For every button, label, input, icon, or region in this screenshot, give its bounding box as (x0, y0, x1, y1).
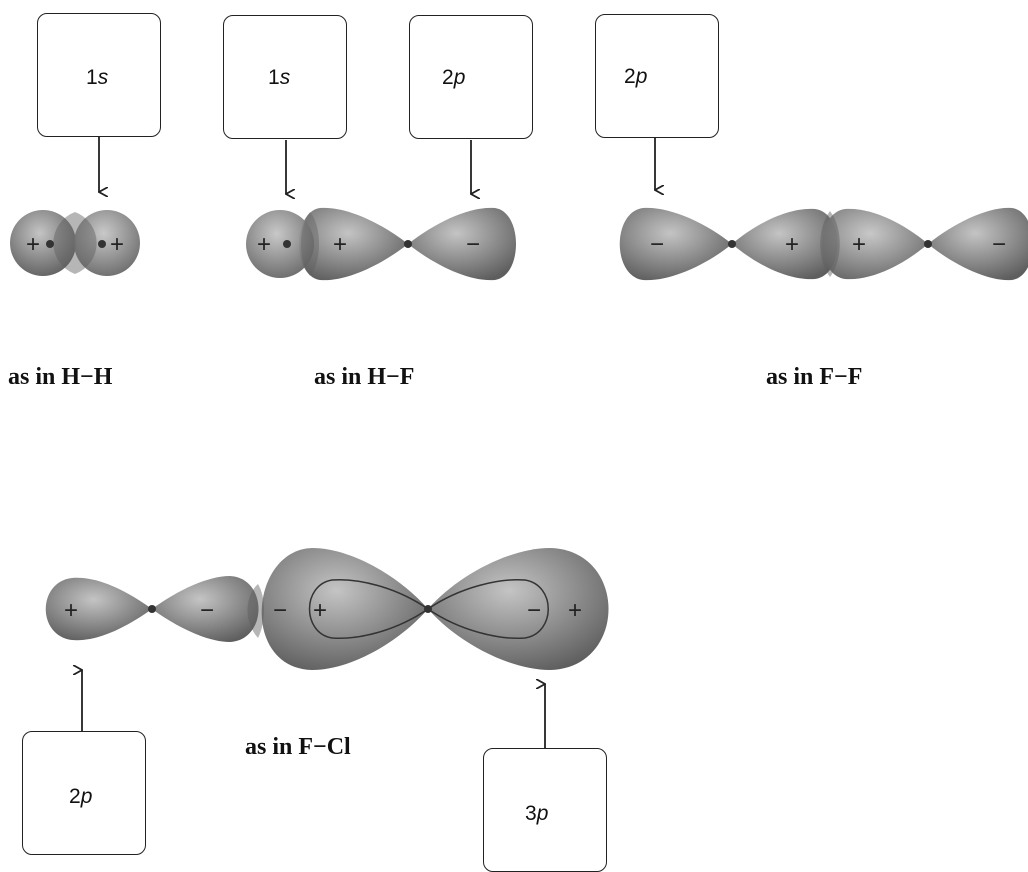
hf-s-label-number: 1 (268, 66, 280, 89)
hh-overlap-region (53, 212, 97, 274)
ff-left-negative-sign: − (650, 231, 664, 258)
fcl-f-p-negative-lobe (152, 576, 259, 642)
hh-right-nucleus (98, 240, 106, 248)
fcl-cl-inner-positive-sign: + (313, 597, 327, 624)
fcl-f-p-label-orbital: p (80, 785, 93, 808)
fcl-cl-outer-positive-sign: + (568, 597, 582, 624)
hf-p-label: 2p (442, 66, 465, 90)
hf-p-label-number: 2 (442, 66, 454, 89)
ff-right-node (924, 240, 932, 248)
ff-left-node (728, 240, 736, 248)
hf-p-orbital-negative-lobe (408, 207, 516, 281)
hf-p-label-box: 2p (409, 15, 533, 139)
hf-p-negative-sign: − (466, 231, 480, 258)
hf-h-nucleus (283, 240, 291, 248)
ff-overlap: − + + − (619, 207, 1028, 281)
fcl-f-p-label-number: 2 (69, 785, 81, 808)
hh-left-sign: + (26, 231, 40, 258)
caption-ff: as in F−F (766, 364, 863, 390)
fcl-cl-large-lobe-left (261, 548, 428, 670)
hf-node (404, 240, 412, 248)
fcl-cl-p-label-orbital: p (536, 802, 549, 825)
hh-overlap: + + (10, 210, 140, 276)
hf-s-label-orbital: s (279, 66, 291, 89)
fcl-f-negative-sign: − (200, 597, 214, 624)
caption-hf: as in H−F (314, 364, 415, 390)
fcl-f-p-label: 2p (69, 785, 92, 809)
ff-left-p-positive-lobe (732, 208, 838, 280)
ff-left-positive-sign: + (785, 231, 799, 258)
hf-p-positive-sign: + (333, 231, 347, 258)
hh-left-s-orbital (10, 210, 76, 276)
fcl-cl-outer-negative-sign: − (273, 597, 287, 624)
ff-right-p-negative-lobe (928, 207, 1028, 281)
fcl-overlap-region (247, 584, 264, 638)
fcl-cl-p-label-number: 3 (525, 802, 537, 825)
ff-p-label-number: 2 (624, 65, 636, 88)
hf-p-label-orbital: p (453, 66, 466, 89)
ff-p-label-orbital: p (635, 65, 648, 88)
fcl-cl-inner-negative-sign: − (527, 597, 541, 624)
hf-overlap-region (301, 212, 319, 276)
ff-left-p-negative-lobe (619, 207, 732, 281)
hh-s-label-number: 1 (86, 66, 98, 89)
ff-right-positive-sign: + (852, 231, 866, 258)
fcl-cl-p-label: 3p (525, 802, 548, 826)
hh-s-label-orbital: s (97, 66, 109, 89)
ff-overlap-region (820, 211, 840, 277)
hf-s-orbital (246, 210, 314, 278)
ff-p-label: 2p (624, 65, 647, 89)
caption-fcl: as in F−Cl (245, 734, 351, 760)
ff-right-negative-sign: − (992, 231, 1006, 258)
ff-p-label-box: 2p (595, 14, 719, 138)
hf-s-label: 1s (268, 66, 290, 90)
fcl-f-positive-sign: + (64, 597, 78, 624)
hh-right-s-orbital (74, 210, 140, 276)
fcl-f-p-positive-lobe (45, 577, 152, 641)
hf-p-orbital-positive-lobe (299, 207, 408, 281)
hh-s-label-box: 1s (37, 13, 161, 137)
hf-s-sign: + (257, 231, 271, 258)
fcl-cl-large-lobe-right (428, 548, 609, 670)
hf-overlap: + + − (246, 207, 516, 281)
fcl-overlap: + − − + − + (45, 548, 609, 670)
fcl-cl-inner-node-contour-right (426, 578, 549, 640)
fcl-cl-node (424, 605, 432, 613)
hh-right-sign: + (110, 231, 124, 258)
hh-left-nucleus (46, 240, 54, 248)
hh-s-label: 1s (86, 66, 108, 90)
ff-right-p-positive-lobe (822, 208, 928, 280)
fcl-cl-p-label-box: 3p (483, 748, 607, 872)
hf-s-label-box: 1s (223, 15, 347, 139)
fcl-f-node (148, 605, 156, 613)
fcl-f-p-label-box: 2p (22, 731, 146, 855)
caption-hh: as in H−H (8, 364, 113, 390)
fcl-cl-inner-node-contour-left (308, 578, 430, 640)
